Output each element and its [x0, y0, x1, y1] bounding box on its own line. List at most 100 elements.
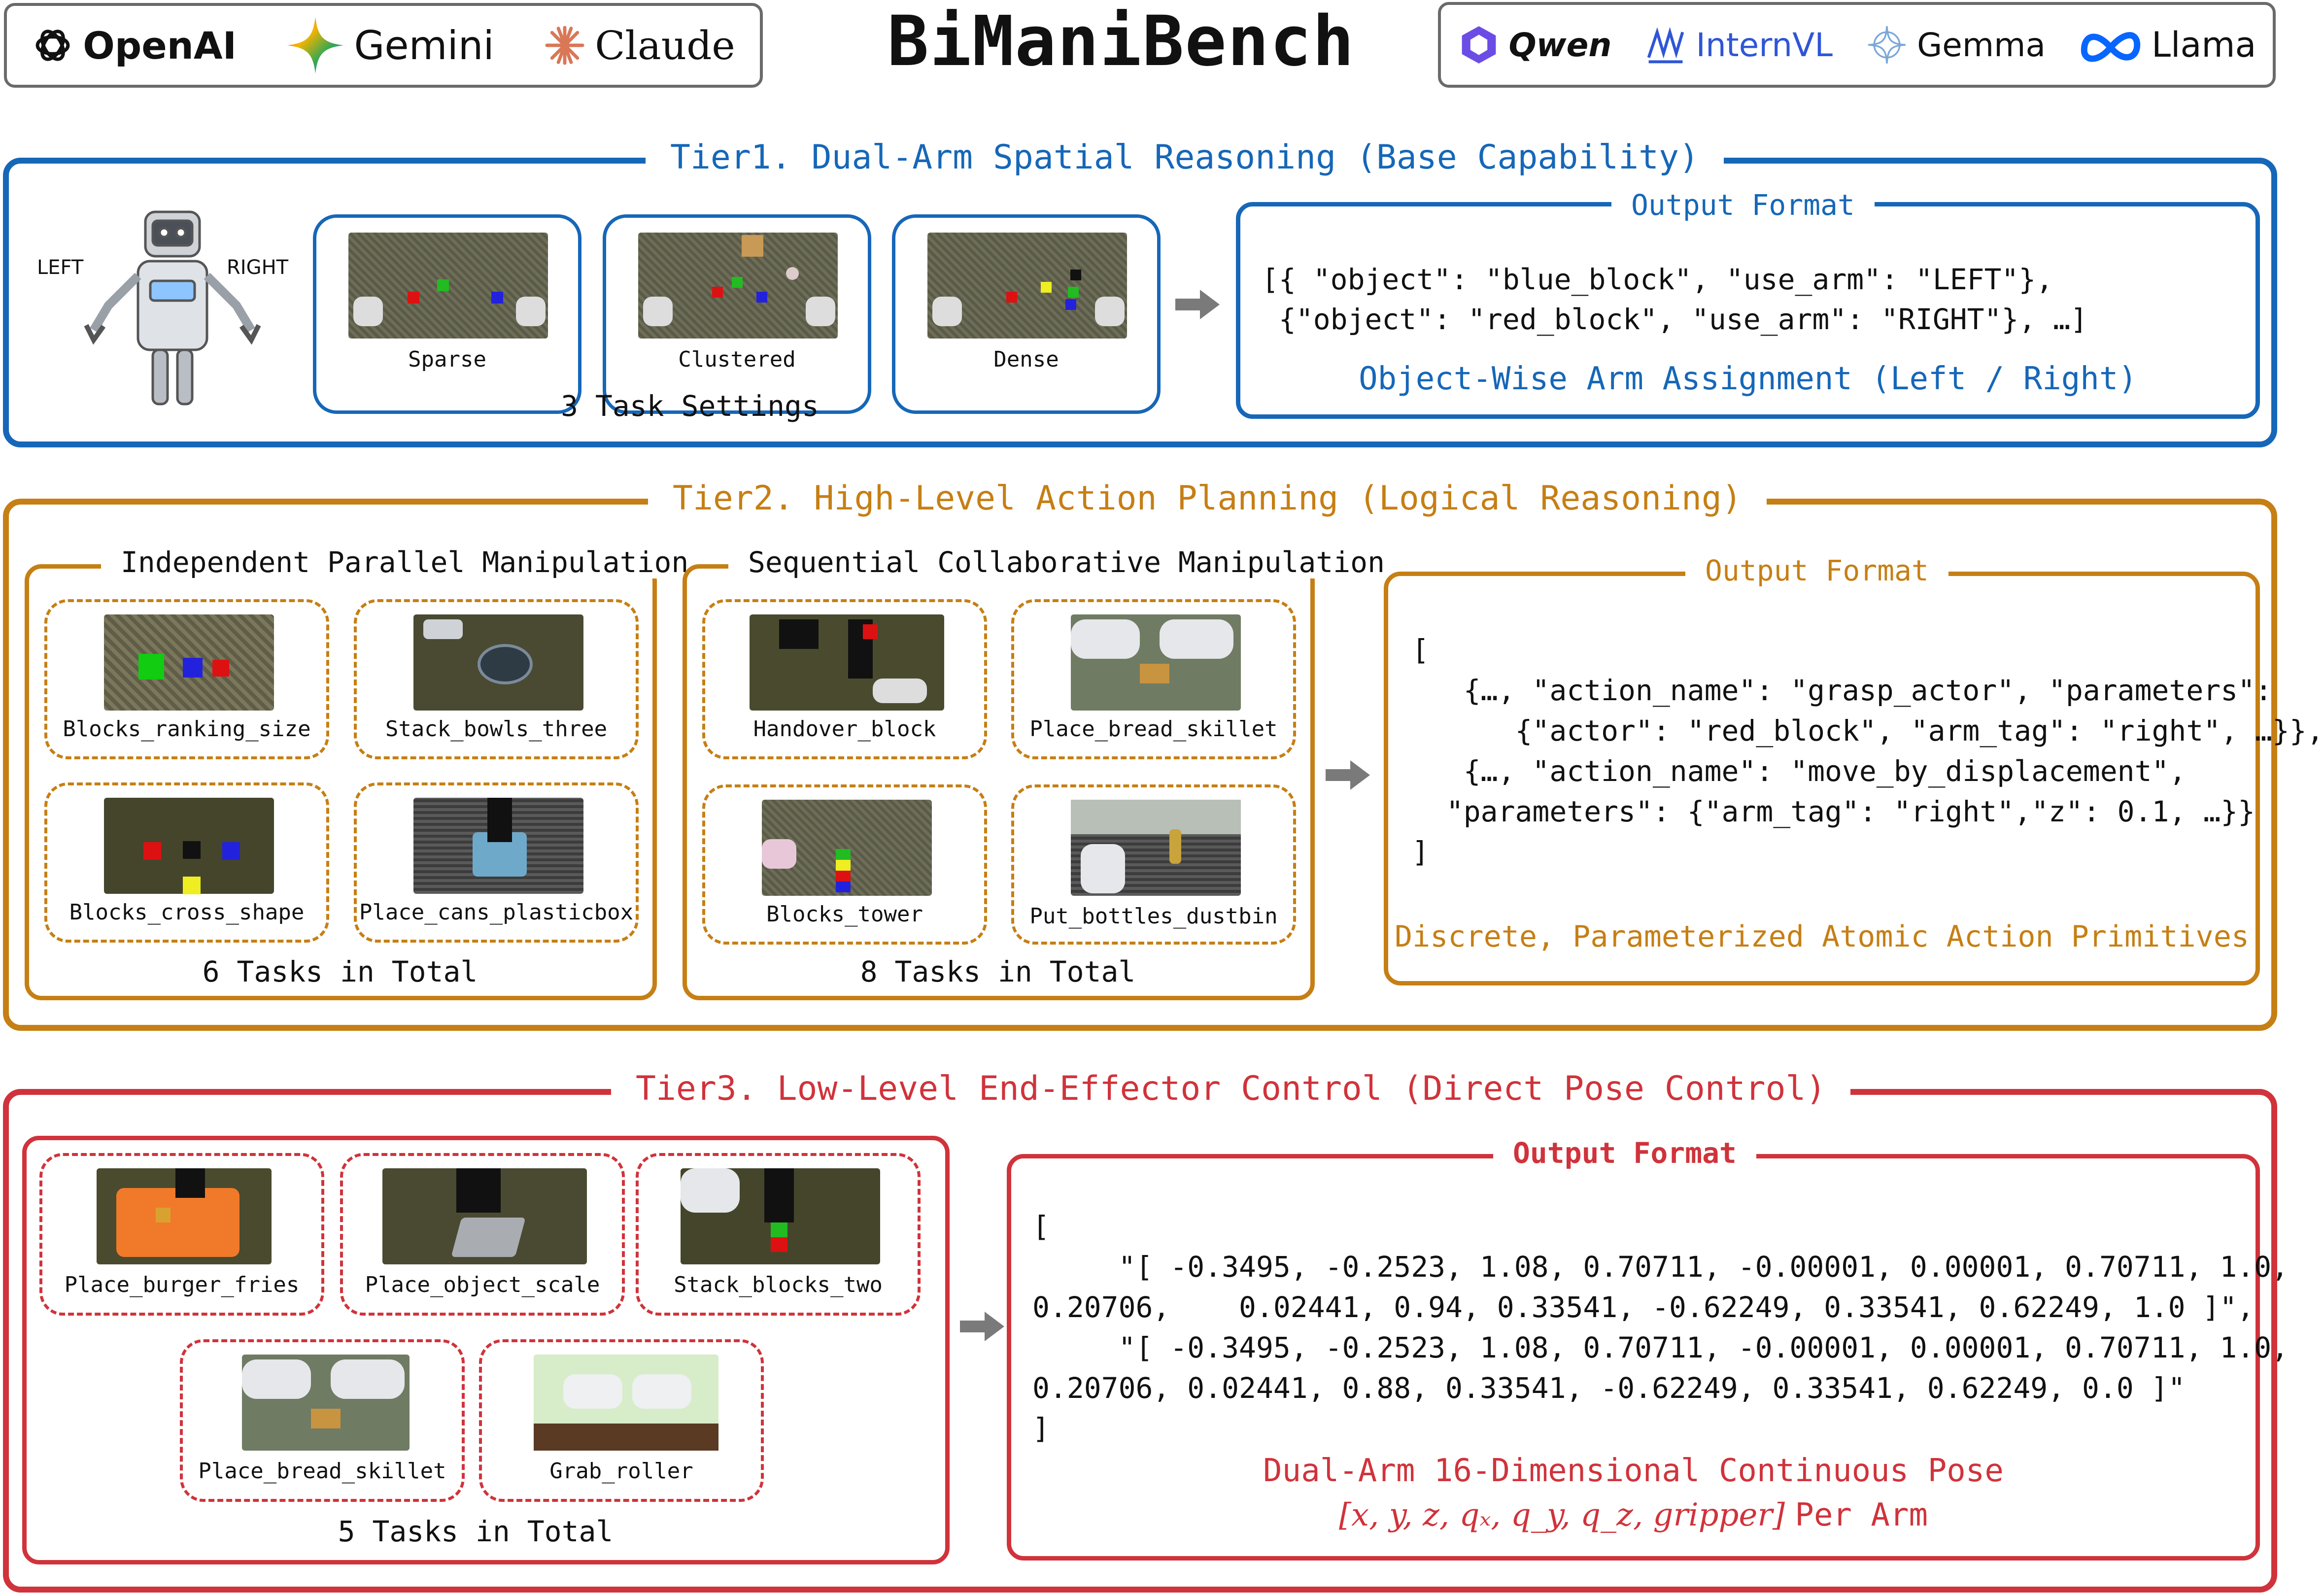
- tier2-task-put-bottles-dustbin: Put_bottles_dustbin: [1011, 784, 1296, 945]
- tier3-output-line: ]: [1032, 1412, 1050, 1445]
- tier2-task-stack-bowls-three: Stack_bowls_three: [354, 599, 639, 759]
- tier1-task-sparse: Sparse: [313, 214, 581, 414]
- logo-llama-label: Llama: [2152, 25, 2256, 65]
- scene-thumbnail: [927, 233, 1127, 339]
- logo-gemini: Gemini: [286, 16, 494, 75]
- scene-thumbnail: [534, 1355, 718, 1451]
- tier2-output-line: "parameters": {"arm_tag": "right","z": 0…: [1412, 795, 2256, 828]
- tier2-independent-caption: 6 Tasks in Total: [202, 955, 478, 988]
- tier3-arrow: [960, 1312, 1004, 1341]
- tier2-output-title: Output Format: [1685, 552, 1948, 589]
- qwen-hex-icon: [1462, 26, 1496, 64]
- pose-formula: [x, y, z, qₓ, q_y, q_z, gripper]: [1338, 1497, 1785, 1533]
- scene-thumbnail: [750, 614, 944, 711]
- logo-gemini-label: Gemini: [354, 22, 494, 68]
- task-label: Stack_bowls_three: [385, 716, 608, 742]
- tier2-task-handover-block: Handover_block: [702, 599, 987, 759]
- logo-llama: Llama: [2079, 24, 2256, 66]
- tier2-title: Tier2. High-Level Action Planning (Logic…: [648, 474, 1767, 523]
- open-model-logos: Qwen InternVL Gemma Llama: [1438, 2, 2276, 88]
- scene-thumbnail: [1071, 614, 1241, 711]
- logo-gemma-label: Gemma: [1917, 26, 2046, 64]
- tier3-task-stack-blocks-two: Stack_blocks_two: [636, 1153, 921, 1316]
- logo-qwen-label: Qwen: [1508, 26, 1612, 64]
- tier2-independent-title: Independent Parallel Manipulation: [101, 546, 709, 578]
- tier2-output-line: {…, "action_name": "move_by_displacement…: [1412, 754, 2187, 788]
- logo-claude: Claude: [544, 23, 735, 68]
- tier2-output-line: {"actor": "red_block", "arm_tag": "right…: [1412, 714, 2324, 747]
- gemini-star-icon: [287, 17, 344, 74]
- task-label: Clustered: [678, 347, 796, 372]
- meta-infinity-icon: [2081, 32, 2141, 62]
- task-label: Blocks_tower: [766, 902, 923, 927]
- logo-internvl: InternVL: [1644, 24, 1833, 66]
- tier1-output-panel: [1236, 202, 2260, 419]
- claude-burst-icon: [545, 26, 584, 65]
- scene-thumbnail: [382, 1168, 587, 1264]
- task-label: Place_cans_plasticbox: [359, 900, 634, 925]
- tier3-output-line: "[ -0.3495, -0.2523, 1.08, 0.70711, -0.0…: [1032, 1250, 2289, 1284]
- task-label: Put_bottles_dustbin: [1029, 904, 1278, 929]
- gemma-sparkle-icon: [1868, 26, 1906, 64]
- pose-formula-suffix: Per Arm: [1795, 1497, 1928, 1533]
- tier1-output-title: Output Format: [1611, 187, 1875, 223]
- robot-left-label: LEFT: [37, 256, 84, 279]
- tier3-task-place-burger-fries: Place_burger_fries: [39, 1153, 324, 1316]
- task-label: Sparse: [408, 347, 486, 372]
- tier3-output-formula-row: [x, y, z, qₓ, q_y, q_z, gripper] Per Arm: [1007, 1497, 2260, 1533]
- tier2-output-line: {…, "action_name": "grasp_actor", "param…: [1412, 674, 2272, 707]
- scene-thumbnail: [681, 1168, 880, 1264]
- scene-thumbnail: [413, 798, 583, 894]
- tier2-output-line: [: [1412, 633, 1429, 667]
- task-label: Blocks_cross_shape: [69, 900, 305, 925]
- tier1-output-summary: Object-Wise Arm Assignment (Left / Right…: [1359, 361, 2137, 397]
- tier1-output-line: {"object": "red_block", "use_arm": "RIGH…: [1262, 303, 2088, 336]
- tier2-arrow: [1326, 760, 1370, 790]
- tier2-task-blocks-ranking-size: Blocks_ranking_size: [44, 599, 329, 759]
- tier3-tasks-caption: 5 Tasks in Total: [338, 1515, 614, 1548]
- tier3-task-grab-roller: Grab_roller: [479, 1339, 764, 1502]
- tier1-task-clustered: Clustered: [603, 214, 871, 414]
- robot-right-label: RIGHT: [227, 256, 289, 279]
- tier2-output-summary: Discrete, Parameterized Atomic Action Pr…: [1395, 919, 2249, 954]
- tier1-arrow: [1175, 290, 1220, 319]
- tier3-output-line: [: [1032, 1210, 1050, 1243]
- task-label: Handover_block: [753, 716, 936, 742]
- tier1-output-line: [{ "object": "blue_block", "use_arm": "L…: [1262, 263, 2053, 296]
- logo-openai-label: OpenAI: [83, 23, 237, 68]
- tier3-output-title: Output Format: [1493, 1134, 1756, 1172]
- tier3-output-line: "[ -0.3495, -0.2523, 1.08, 0.70711, -0.0…: [1032, 1331, 2289, 1364]
- scene-thumbnail: [97, 1168, 272, 1264]
- tier1-title: Tier1. Dual-Arm Spatial Reasoning (Base …: [646, 133, 1724, 182]
- task-label: Place_bread_skillet: [1029, 716, 1278, 742]
- task-label: Grab_roller: [549, 1459, 693, 1484]
- tier3-title: Tier3. Low-Level End-Effector Control (D…: [611, 1064, 1851, 1114]
- scene-thumbnail: [762, 800, 932, 896]
- page-title: BiManiBench: [887, 1, 1355, 82]
- task-label: Dense: [993, 347, 1059, 372]
- tier2-task-place-bread-skillet: Place_bread_skillet: [1011, 599, 1296, 759]
- scene-thumbnail: [413, 614, 583, 711]
- task-label: Place_bread_skillet: [198, 1459, 446, 1484]
- scene-thumbnail: [1071, 800, 1241, 896]
- scene-thumbnail: [242, 1355, 410, 1451]
- tier1-task-dense: Dense: [892, 214, 1161, 414]
- tier3-output-line: 0.20706, 0.02441, 0.94, 0.33541, -0.6224…: [1032, 1290, 2255, 1324]
- tier2-sequential-caption: 8 Tasks in Total: [860, 955, 1136, 988]
- logo-openai: OpenAI: [32, 24, 237, 68]
- scene-thumbnail: [104, 798, 274, 894]
- tier2-task-blocks-tower: Blocks_tower: [702, 784, 987, 945]
- scene-thumbnail: [638, 233, 838, 339]
- logo-claude-label: Claude: [595, 22, 735, 68]
- robot-illustration: [84, 210, 261, 406]
- tier3-output-line: 0.20706, 0.02441, 0.88, 0.33541, -0.6224…: [1032, 1371, 2186, 1405]
- closed-model-logos: OpenAI Gemini: [4, 3, 763, 88]
- tier2-task-blocks-cross-shape: Blocks_cross_shape: [44, 782, 329, 943]
- logo-gemma: Gemma: [1866, 24, 2046, 66]
- tier3-task-place-object-scale: Place_object_scale: [340, 1153, 625, 1316]
- tier3-output-summary: Dual-Arm 16-Dimensional Continuous Pose: [1263, 1453, 2004, 1489]
- openai-knot-icon: [35, 30, 70, 61]
- task-label: Blocks_ranking_size: [63, 716, 311, 742]
- scene-thumbnail: [104, 614, 274, 711]
- logo-internvl-label: InternVL: [1696, 26, 1833, 64]
